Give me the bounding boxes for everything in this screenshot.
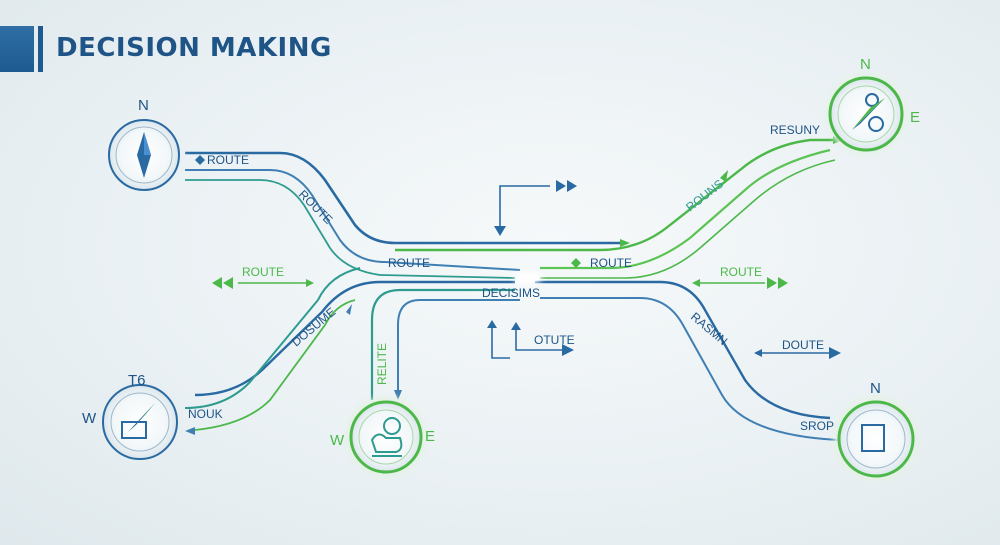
arrow-up-left-head: [487, 320, 497, 328]
compass-bottom-right-n: N: [870, 380, 881, 397]
title-accent-bar: [0, 26, 34, 72]
label-rouns: ROUNS: [683, 177, 726, 215]
label-resuny: RESUNY: [770, 123, 820, 137]
label-route-top-left: ROUTE: [207, 153, 249, 167]
arrow-up-right: [515, 328, 565, 351]
arrow-doute-tail: [754, 349, 762, 357]
compass-top-right: [826, 74, 906, 154]
label-doute: DOUTE: [782, 338, 824, 352]
road-center-right-blue: [535, 280, 831, 420]
road-center-bottom-blue: [397, 299, 520, 395]
road-arrow-bottom-left: [185, 427, 195, 435]
map-compass-icon: [121, 403, 155, 439]
compass-bottom-left-w: W: [82, 410, 97, 427]
arrow-doute-head: [829, 347, 841, 359]
center-glow: [514, 272, 542, 284]
label-relite: RELITE: [375, 343, 389, 385]
compass-bottom-right: [834, 397, 918, 481]
label-otute: OTUTE: [534, 333, 575, 347]
road-top-left-teal: [185, 179, 516, 279]
diamond-marker-center-right: [571, 258, 581, 268]
diamond-marker-top-left: [195, 155, 205, 165]
road-center-left-blue: [194, 280, 515, 397]
road-center-green-low: [540, 159, 836, 279]
road-center-left-green: [194, 299, 356, 431]
road-top-left-inner: [185, 169, 521, 271]
road-arrow-center-right: [620, 239, 630, 247]
road-center-right-inner: [540, 297, 839, 441]
label-decisims: DECISIMS: [482, 286, 540, 300]
arrow-right-head-small: [562, 344, 574, 356]
arrow-left-mid-head: [306, 279, 314, 287]
compass-bottom-left-t6: T6: [128, 372, 146, 389]
thinking-person-icon: [370, 417, 403, 457]
road-arrow-rouns: [720, 170, 728, 182]
compass-bottom-center: [346, 397, 426, 477]
compass-bottom-left: [98, 380, 182, 464]
label-route-diagonal: ROUTE: [296, 187, 336, 227]
road-top-left-outer: [185, 151, 625, 245]
compass-top-right-n: N: [860, 56, 871, 73]
label-route-left-mid: ROUTE: [242, 265, 284, 279]
compass-top-left-n: N: [138, 97, 149, 114]
double-chevron-right-green-icon: [767, 277, 788, 289]
label-nouk: NOUK: [188, 407, 223, 421]
arrow-up-left: [491, 325, 510, 359]
compass-top-right-e: E: [910, 109, 920, 126]
compass-bottom-center-w: W: [330, 432, 345, 449]
double-chevron-left-icon: [212, 277, 233, 289]
page-title: DECISION MAKING: [56, 33, 332, 63]
arrow-up-right-head: [511, 322, 521, 330]
arrow-right-mid-tail: [692, 279, 700, 287]
road-center-green-top: [395, 138, 833, 252]
compass-bottom-center-e: E: [425, 428, 435, 445]
double-chevron-right-icon: [556, 180, 577, 192]
road-arrow-dosume: [346, 304, 352, 315]
arrow-top-center-elbow: [499, 185, 550, 228]
road-center-bottom-teal: [370, 288, 515, 400]
road-center-left-teal: [184, 267, 361, 409]
label-srop: SROP: [800, 419, 834, 433]
label-route-center-top: ROUTE: [388, 256, 430, 270]
map-compass-icon: [861, 422, 892, 452]
label-route-center-right: ROUTE: [590, 256, 632, 270]
compass-top-left: [105, 116, 183, 194]
arrow-top-center-head: [494, 226, 506, 236]
person-compass-icon: [852, 93, 885, 132]
title-accent-rule: [38, 26, 43, 72]
road-center-green-mid: [540, 148, 831, 270]
label-route-right-mid: ROUTE: [720, 265, 762, 279]
road-arrow-bottom-center: [394, 390, 402, 400]
